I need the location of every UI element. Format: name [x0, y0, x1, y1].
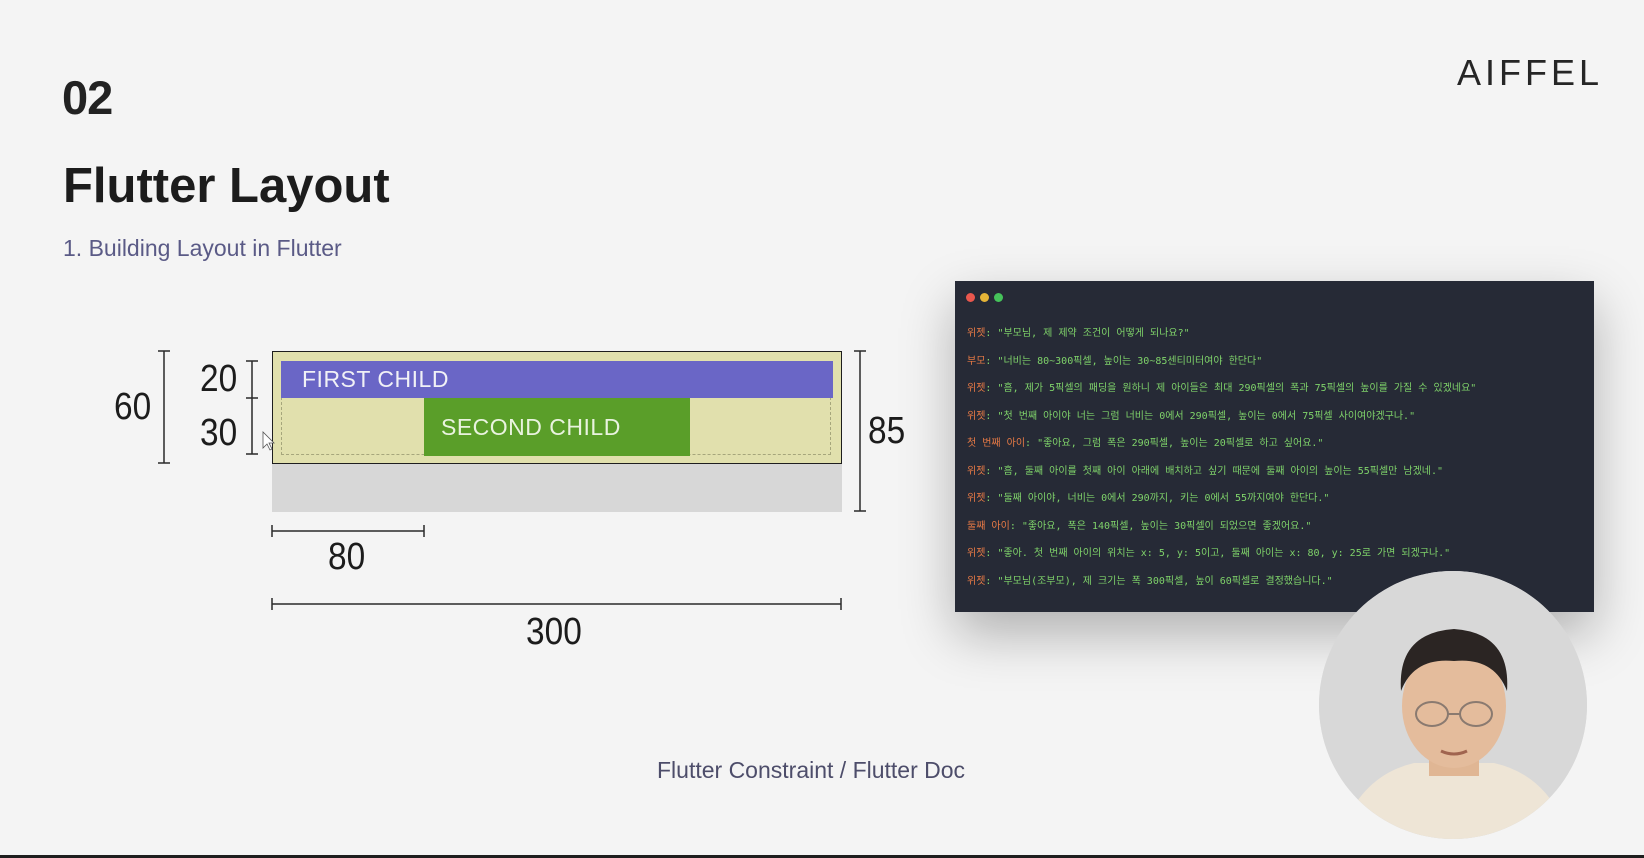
dim-label-80: 80 [328, 536, 366, 578]
first-child-box: FIRST CHILD [281, 361, 833, 398]
code-line: 위젯: "부모님(조부모), 제 크기는 폭 300픽셀, 높이 60픽셀로 결… [967, 576, 1333, 587]
layout-diagram: FIRST CHILD SECOND CHILD 6 [0, 0, 930, 680]
code-line: 첫 번째 아이: "좋아요, 그럼 폭은 290픽셀, 높이는 20픽셀로 하고… [967, 438, 1324, 449]
outer-gray-area [272, 463, 842, 512]
dim-label-30: 30 [200, 412, 238, 454]
slide-subtitle: 1. Building Layout in Flutter [63, 235, 342, 261]
presenter-silhouette-icon [1319, 571, 1587, 839]
code-line: 위젯: "흠, 둘째 아이를 첫째 아이 아래에 배치하고 싶기 때문에 둘째 … [967, 466, 1444, 477]
code-line: 위젯: "둘째 아이야, 너비는 0에서 290까지, 키는 0에서 55까지여… [967, 493, 1330, 504]
presenter-webcam [1319, 571, 1587, 839]
dim-label-60: 60 [114, 386, 152, 428]
code-line: 위젯: "부모님, 제 제약 조건이 어떻게 되나요?" [967, 328, 1190, 339]
section-number: 02 [62, 71, 113, 124]
code-line: 둘째 아이: "좋아요, 폭은 140픽셀, 높이는 30픽셀이 되었으면 좋겠… [967, 521, 1312, 532]
code-line: 위젯: "좋아. 첫 번째 아이의 위치는 x: 5, y: 5이고, 둘째 아… [967, 548, 1451, 559]
dim-label-300: 300 [526, 611, 582, 653]
minimize-dot-icon [980, 293, 989, 302]
slide-title: Flutter Layout [63, 159, 390, 213]
mouse-cursor-icon [262, 431, 275, 451]
dim-label-85: 85 [868, 410, 906, 452]
dim-label-20: 20 [200, 358, 238, 400]
code-line: 부모: "너비는 80~300픽셀, 높이는 30~85센티미터여야 한단다" [967, 356, 1263, 367]
code-line: 위젯: "흠, 제가 5픽셀의 패딩을 원하니 제 아이들은 최대 290픽셀의… [967, 383, 1477, 394]
maximize-dot-icon [994, 293, 1003, 302]
code-panel: 위젯: "부모님, 제 제약 조건이 어떻게 되나요?" 부모: "너비는 80… [955, 281, 1594, 612]
bottom-divider [0, 855, 1644, 858]
code-line: 위젯: "첫 번째 아이야 너는 그럼 너비는 0에서 290픽셀, 높이는 0… [967, 411, 1416, 422]
close-dot-icon [966, 293, 975, 302]
slide-caption: Flutter Constraint / Flutter Doc [657, 757, 966, 783]
second-child-box: SECOND CHILD [424, 398, 690, 456]
dimension-lines [158, 350, 866, 610]
aiffel-logo: AIFFEL [1457, 52, 1604, 93]
